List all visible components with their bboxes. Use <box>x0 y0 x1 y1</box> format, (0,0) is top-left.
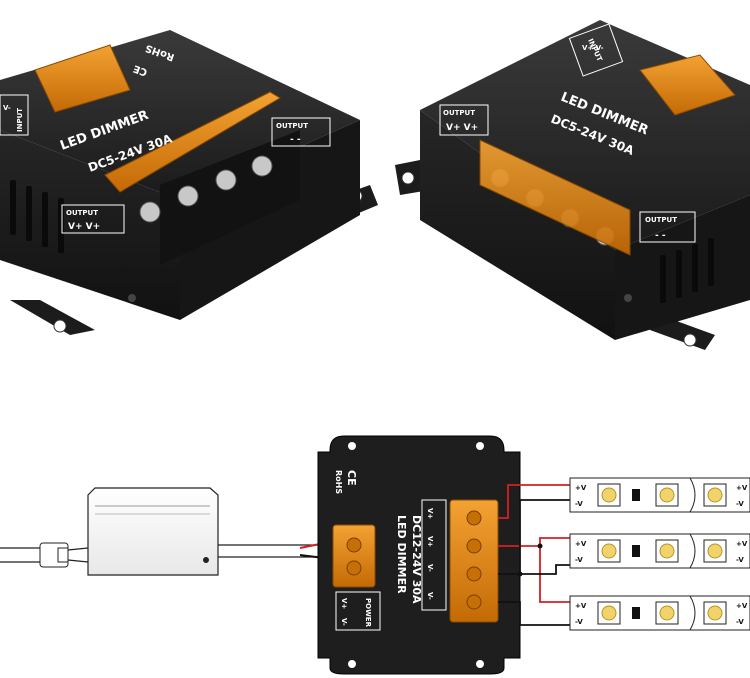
side-output-terminals: - - <box>655 231 666 241</box>
terminal-cover-open <box>104 91 281 193</box>
led-chip-icon <box>707 605 723 621</box>
led-chip-icon <box>601 543 617 559</box>
power-supply <box>0 487 341 576</box>
top-right-dimmer: LED DIMMER DC5-24V 30A INPUT V+ V- OUTPU… <box>395 20 750 350</box>
mount-hole <box>348 660 356 668</box>
strip-minus-label: -V <box>736 556 744 564</box>
led-chip-icon <box>659 487 675 503</box>
power-terminal-plus: V+ <box>340 598 348 609</box>
output-wires <box>498 484 570 626</box>
output-terminal-3: V- <box>426 564 434 572</box>
output-terminal-2: V+ <box>426 536 434 547</box>
led-chip-icon <box>707 543 723 559</box>
output-label: OUTPUT <box>443 109 475 117</box>
output-terminals-label: V+ V+ <box>68 222 100 232</box>
led-chip-icon <box>601 605 617 621</box>
input-terminal-cover <box>639 54 736 116</box>
strip-plus-label: +V <box>575 540 587 548</box>
side-output-label: OUTPUT <box>276 122 308 130</box>
strip-minus-label: -V <box>736 618 744 626</box>
side-output-label: OUTPUT <box>645 216 677 224</box>
output-terminal-1: V+ <box>426 508 434 519</box>
strip-minus-label: -V <box>575 618 583 626</box>
led-strip-1: +V -V +V -V <box>569 477 750 513</box>
led-chip-icon <box>659 605 675 621</box>
strip-plus-label: +V <box>736 540 748 548</box>
power-terminal <box>332 524 376 588</box>
input-terminals-label: V- <box>3 104 11 112</box>
screw-icon <box>624 294 632 302</box>
input-label: INPUT <box>16 108 24 132</box>
rohs-label: RoHS <box>334 470 343 494</box>
output-terminals-label: V+ V+ <box>446 123 478 133</box>
device-brand-label: LED DIMMER <box>395 515 408 594</box>
mount-hole <box>476 660 484 668</box>
output-terminal <box>449 499 499 623</box>
led-strip-3: +V -V +V -V <box>569 595 750 631</box>
mount-hole <box>401 171 415 185</box>
mount-hole <box>476 442 484 450</box>
strip-minus-label: -V <box>736 500 744 508</box>
led-strip-2: +V -V +V -V <box>569 533 750 569</box>
mount-hole <box>348 442 356 450</box>
strip-minus-label: -V <box>575 500 583 508</box>
strip-plus-label: +V <box>736 602 748 610</box>
strip-plus-label: +V <box>575 484 587 492</box>
strip-minus-label: -V <box>575 556 583 564</box>
output-label: OUTPUT <box>66 209 98 217</box>
mount-hole <box>683 333 697 347</box>
led-chip-icon <box>659 543 675 559</box>
ce-mark: CE <box>132 62 149 77</box>
power-label: POWER <box>364 598 372 628</box>
ce-mark: CE <box>345 470 358 486</box>
dimmer-top-view: CE RoHS LED DIMMER DC12-24V 30A POWER V+… <box>317 435 521 675</box>
power-terminal-minus: V- <box>340 618 348 626</box>
side-output-terminals: - - <box>290 135 301 145</box>
strip-plus-label: +V <box>736 484 748 492</box>
wiring-diagram: CE RoHS LED DIMMER DC12-24V 30A POWER V+… <box>0 435 750 675</box>
mount-hole <box>53 319 67 333</box>
led-chip-icon <box>601 487 617 503</box>
screw-icon <box>128 294 136 302</box>
led-chip-icon <box>707 487 723 503</box>
terminal-cover-closed <box>479 139 631 256</box>
resistor-icon <box>632 607 640 619</box>
resistor-icon <box>632 489 640 501</box>
input-terminal-cover <box>34 44 131 113</box>
output-terminal-4: V- <box>426 592 434 600</box>
resistor-icon <box>632 545 640 557</box>
top-left-dimmer: LED DIMMER DC5-24V 30A RoHS CE OUTPUT V+… <box>0 30 378 335</box>
device-spec-label: DC12-24V 30A <box>410 515 423 604</box>
input-terminals-label: V+ V- <box>582 44 604 52</box>
strip-plus-label: +V <box>575 602 587 610</box>
